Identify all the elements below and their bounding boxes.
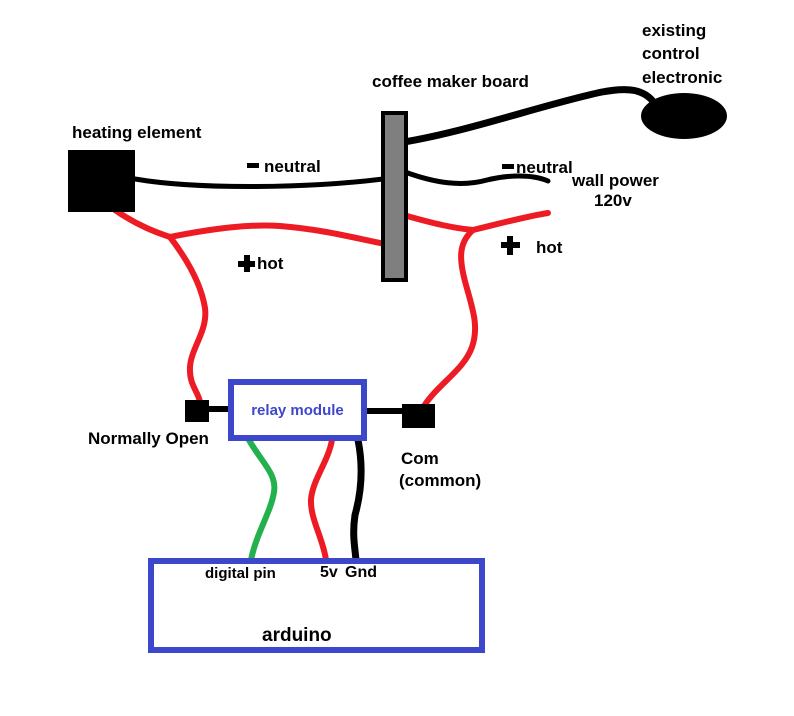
wall-voltage-label: 120v [594,191,632,210]
wire-hot-branch-to-wall [470,210,551,233]
wall-power-label: wall power [572,171,659,190]
minus-sign-neutral-right [502,164,514,169]
hot-right-label: hot [536,238,563,257]
plus-bar [243,255,250,272]
wire-black-relay-to-gnd [350,436,365,564]
coffee-maker-board-label: coffee maker board [372,72,529,91]
neutral-right-label: neutral [516,158,573,177]
normally-open-label: Normally Open [88,429,209,448]
wire-hot-heating-to-branch [112,207,173,240]
wire-red-relay-to-5v [307,437,335,563]
com-label: Com [401,449,439,468]
relay-module-box: relay module [228,379,367,441]
wire-neutral-board-to-wall [402,169,551,186]
relay-module-label: relay module [251,401,344,419]
plus-sign-hot-left [238,255,255,272]
minus-sign-neutral-left [247,163,259,168]
digital-pin-label: digital pin [205,565,276,582]
com-paren-label: (common) [399,471,482,490]
relay-terminal-normally-open [185,400,209,422]
wire-hot-branch-to-com [421,227,479,409]
neutral-left-label: neutral [264,157,321,176]
existing-control-label-line2: control [642,44,700,63]
hot-left-label: hot [257,254,284,273]
arduino-box [148,558,485,653]
plus-sign-hot-right [501,236,520,255]
relay-terminal-com [402,404,435,428]
heating-element-label: heating element [72,123,202,142]
wire-hot-branch-to-normally-open [167,234,209,405]
wire-green-relay-to-digital-pin [246,437,278,563]
ground-label: Gnd [345,564,377,581]
existing-control-label-line3: electronic [642,68,723,87]
wire-hot-board-to-right-branch [404,213,476,233]
existing-control-label-line1: existing [642,21,707,40]
existing-control-blob [641,93,727,139]
wire-hot-branch-to-board [167,222,388,247]
arduino-label: arduino [262,625,332,646]
wire-board-to-control-blob [400,86,659,146]
plus-bar [507,236,513,255]
wire-neutral-heating-to-board [132,176,386,189]
coffee-maker-board-box [381,111,408,282]
five-volt-label: 5v [320,564,338,581]
heating-element-box [68,150,135,212]
